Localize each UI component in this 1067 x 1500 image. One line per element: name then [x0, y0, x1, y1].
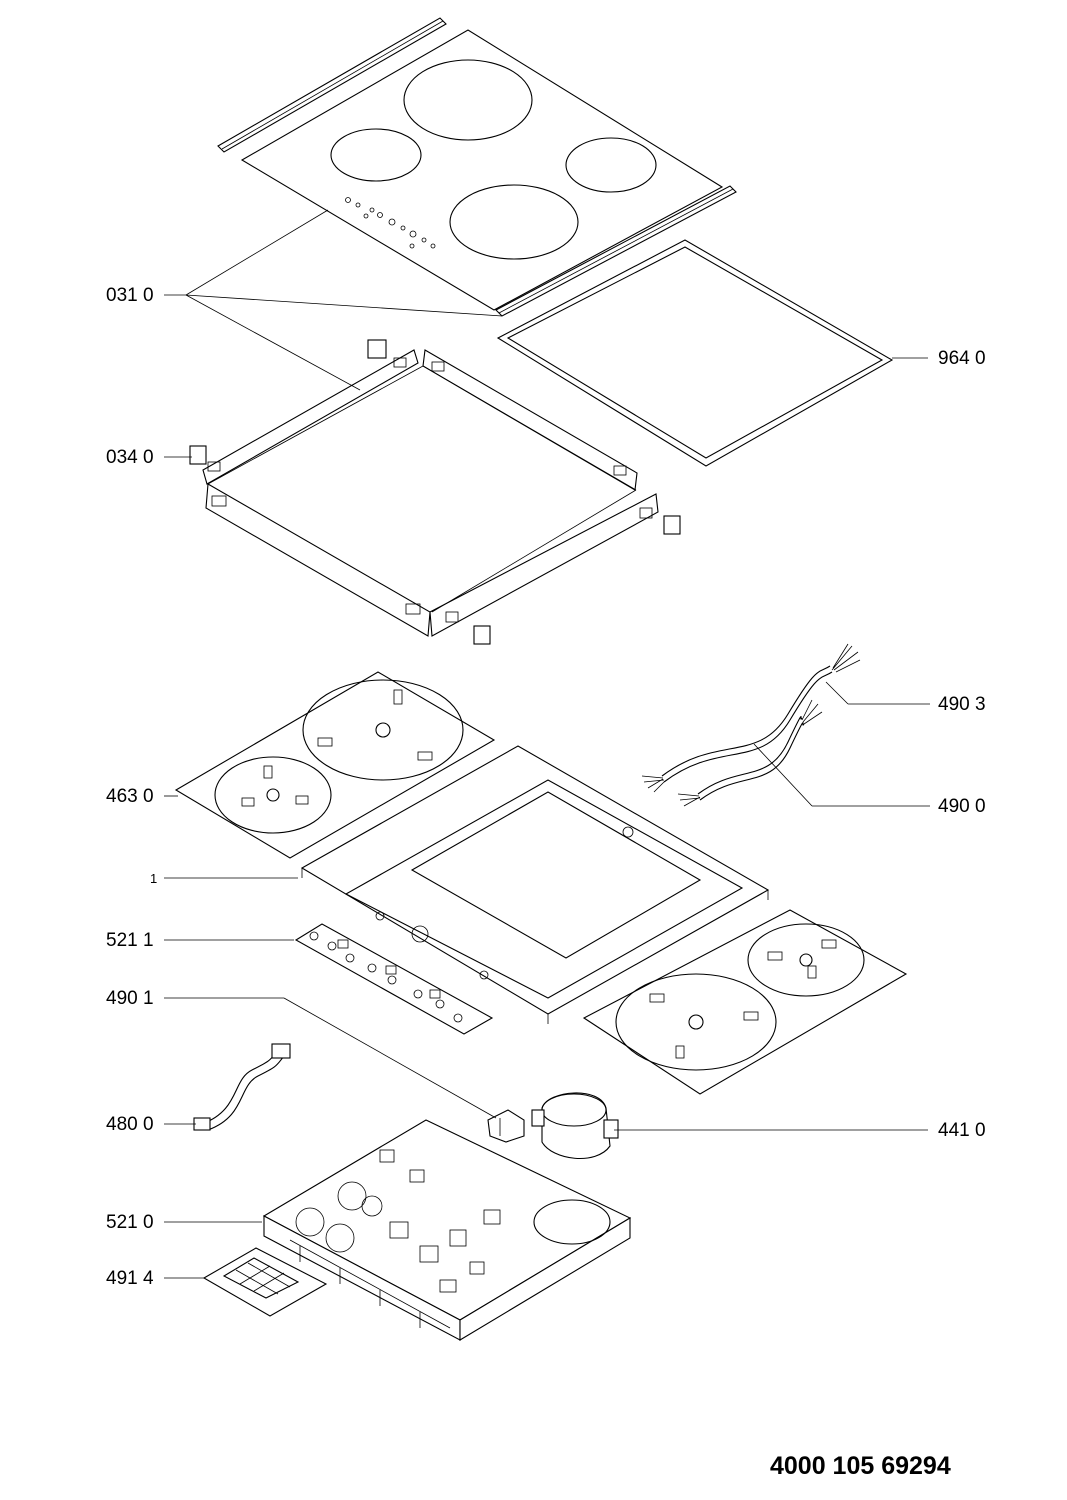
ceramic-glass-top: [240, 29, 724, 311]
callout-034: 034 0: [106, 447, 154, 468]
filter-grid: [202, 1247, 328, 1317]
coil-plate-left: [174, 671, 496, 859]
control-board-small: [294, 923, 494, 1035]
mounting-frame: [202, 349, 659, 637]
document-number: 4000 105 69294: [770, 1452, 951, 1480]
leader-lines: [164, 209, 930, 1279]
trim-strip-rear: [217, 17, 447, 153]
power-cable-upper: [641, 643, 861, 793]
callout-5210: 521 0: [106, 1212, 154, 1233]
callout-4903: 490 3: [938, 694, 986, 715]
coil-plate-right: [582, 909, 908, 1095]
cooling-fan: [531, 1092, 619, 1159]
ribbon-cable: [193, 1043, 291, 1131]
callout-4914: 491 4: [106, 1268, 154, 1289]
callout-480: 480 0: [106, 1114, 154, 1135]
callout-964: 964 0: [938, 348, 986, 369]
power-board: [262, 1119, 632, 1341]
callout-463: 463 0: [106, 786, 154, 807]
callout-5211: 521 1: [106, 930, 154, 951]
callout-4900: 490 0: [938, 796, 986, 817]
callout-4901: 490 1: [106, 988, 154, 1009]
power-cable-lower: [677, 699, 823, 807]
frame-clips: [189, 339, 681, 645]
cable-clip: [487, 1109, 525, 1143]
gasket-seal: [496, 239, 894, 467]
callout-031: 031 0: [106, 285, 154, 306]
callout-441: 441 0: [938, 1120, 986, 1141]
callout-1: 1: [150, 871, 158, 886]
control-symbols: [345, 197, 436, 249]
trim-strip-front: [495, 185, 737, 317]
chassis-tray: [300, 745, 770, 1024]
